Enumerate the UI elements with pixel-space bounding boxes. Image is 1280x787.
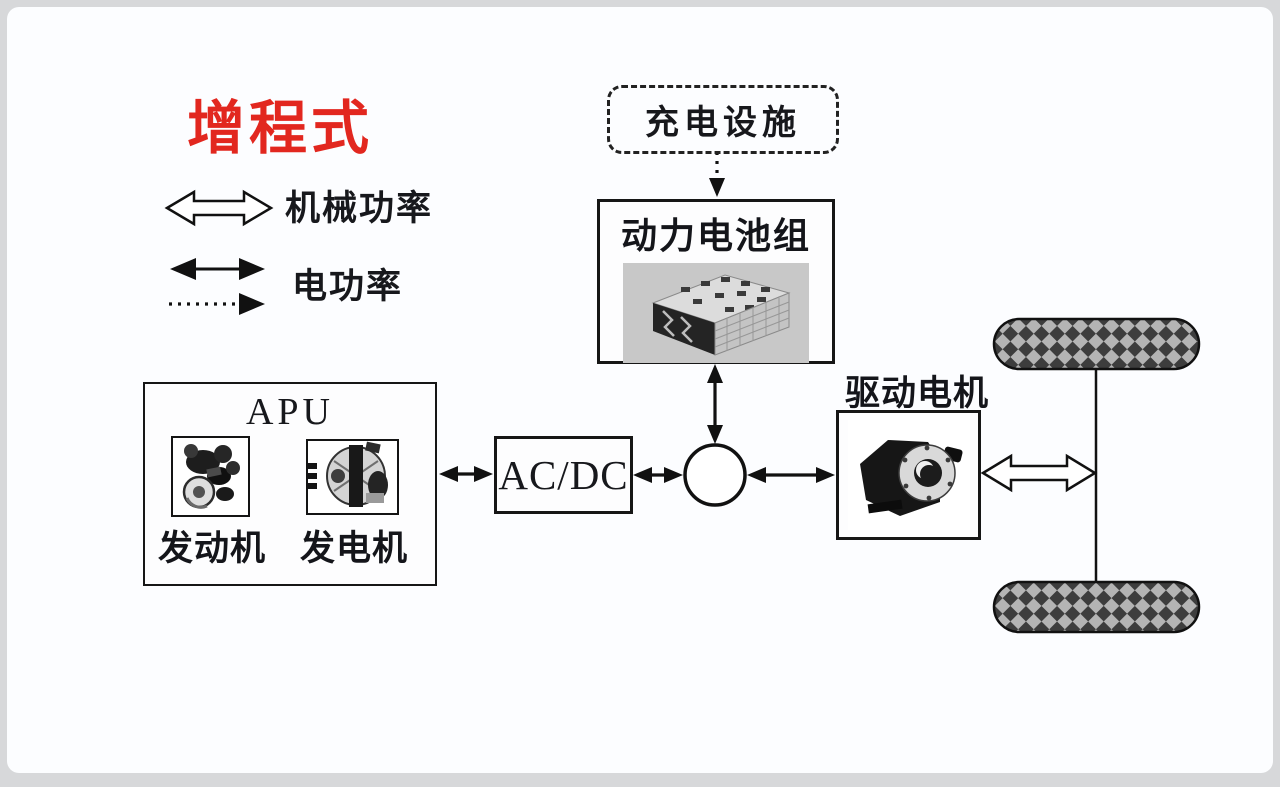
charging-facility-box: 充电设施 (607, 85, 839, 154)
rear-tire (992, 580, 1201, 634)
legend-electric-dotted-arrow-icon (169, 293, 265, 315)
legend-mechanical-label: 机械功率 (285, 189, 434, 228)
engine-photo (173, 438, 247, 514)
drive-motor-box (836, 410, 981, 540)
drive-motor-label: 驱动电机 (844, 374, 989, 413)
charging-facility-label: 充电设施 (645, 105, 801, 142)
apu-label: APU (245, 391, 335, 433)
edge-apu-acdc (439, 466, 493, 482)
apu-box: APU (143, 382, 437, 586)
battery-pack-label: 动力电池组 (620, 216, 811, 256)
edge-junction-motor (747, 467, 835, 483)
edge-charging-battery (709, 152, 725, 197)
edge-motor-axle (980, 453, 1098, 493)
engine-box (171, 436, 250, 517)
generator-photo (308, 441, 396, 512)
front-tire (992, 317, 1201, 371)
generator-label: 发电机 (299, 529, 408, 568)
edge-battery-junction (707, 364, 723, 444)
edge-acdc-junction (633, 467, 683, 483)
engine-label: 发动机 (157, 529, 266, 568)
drive-motor-photo (847, 420, 970, 530)
acdc-converter-label: AC/DC (498, 452, 629, 498)
acdc-converter-box: AC/DC (494, 436, 633, 514)
slide-canvas: 增程式 机械功率 电功率 充电设施 动力电池组 (7, 7, 1273, 773)
battery-pack-box: 动力电池组 (597, 199, 835, 364)
legend-electric-label: 电功率 (292, 267, 404, 306)
legend-electric-solid-arrow-icon (170, 258, 265, 280)
junction-node (683, 443, 747, 507)
generator-box (306, 439, 399, 515)
battery-pack-photo (623, 263, 809, 363)
legend-mechanical-arrow-icon (164, 189, 274, 227)
slide-title: 增程式 (187, 96, 374, 161)
